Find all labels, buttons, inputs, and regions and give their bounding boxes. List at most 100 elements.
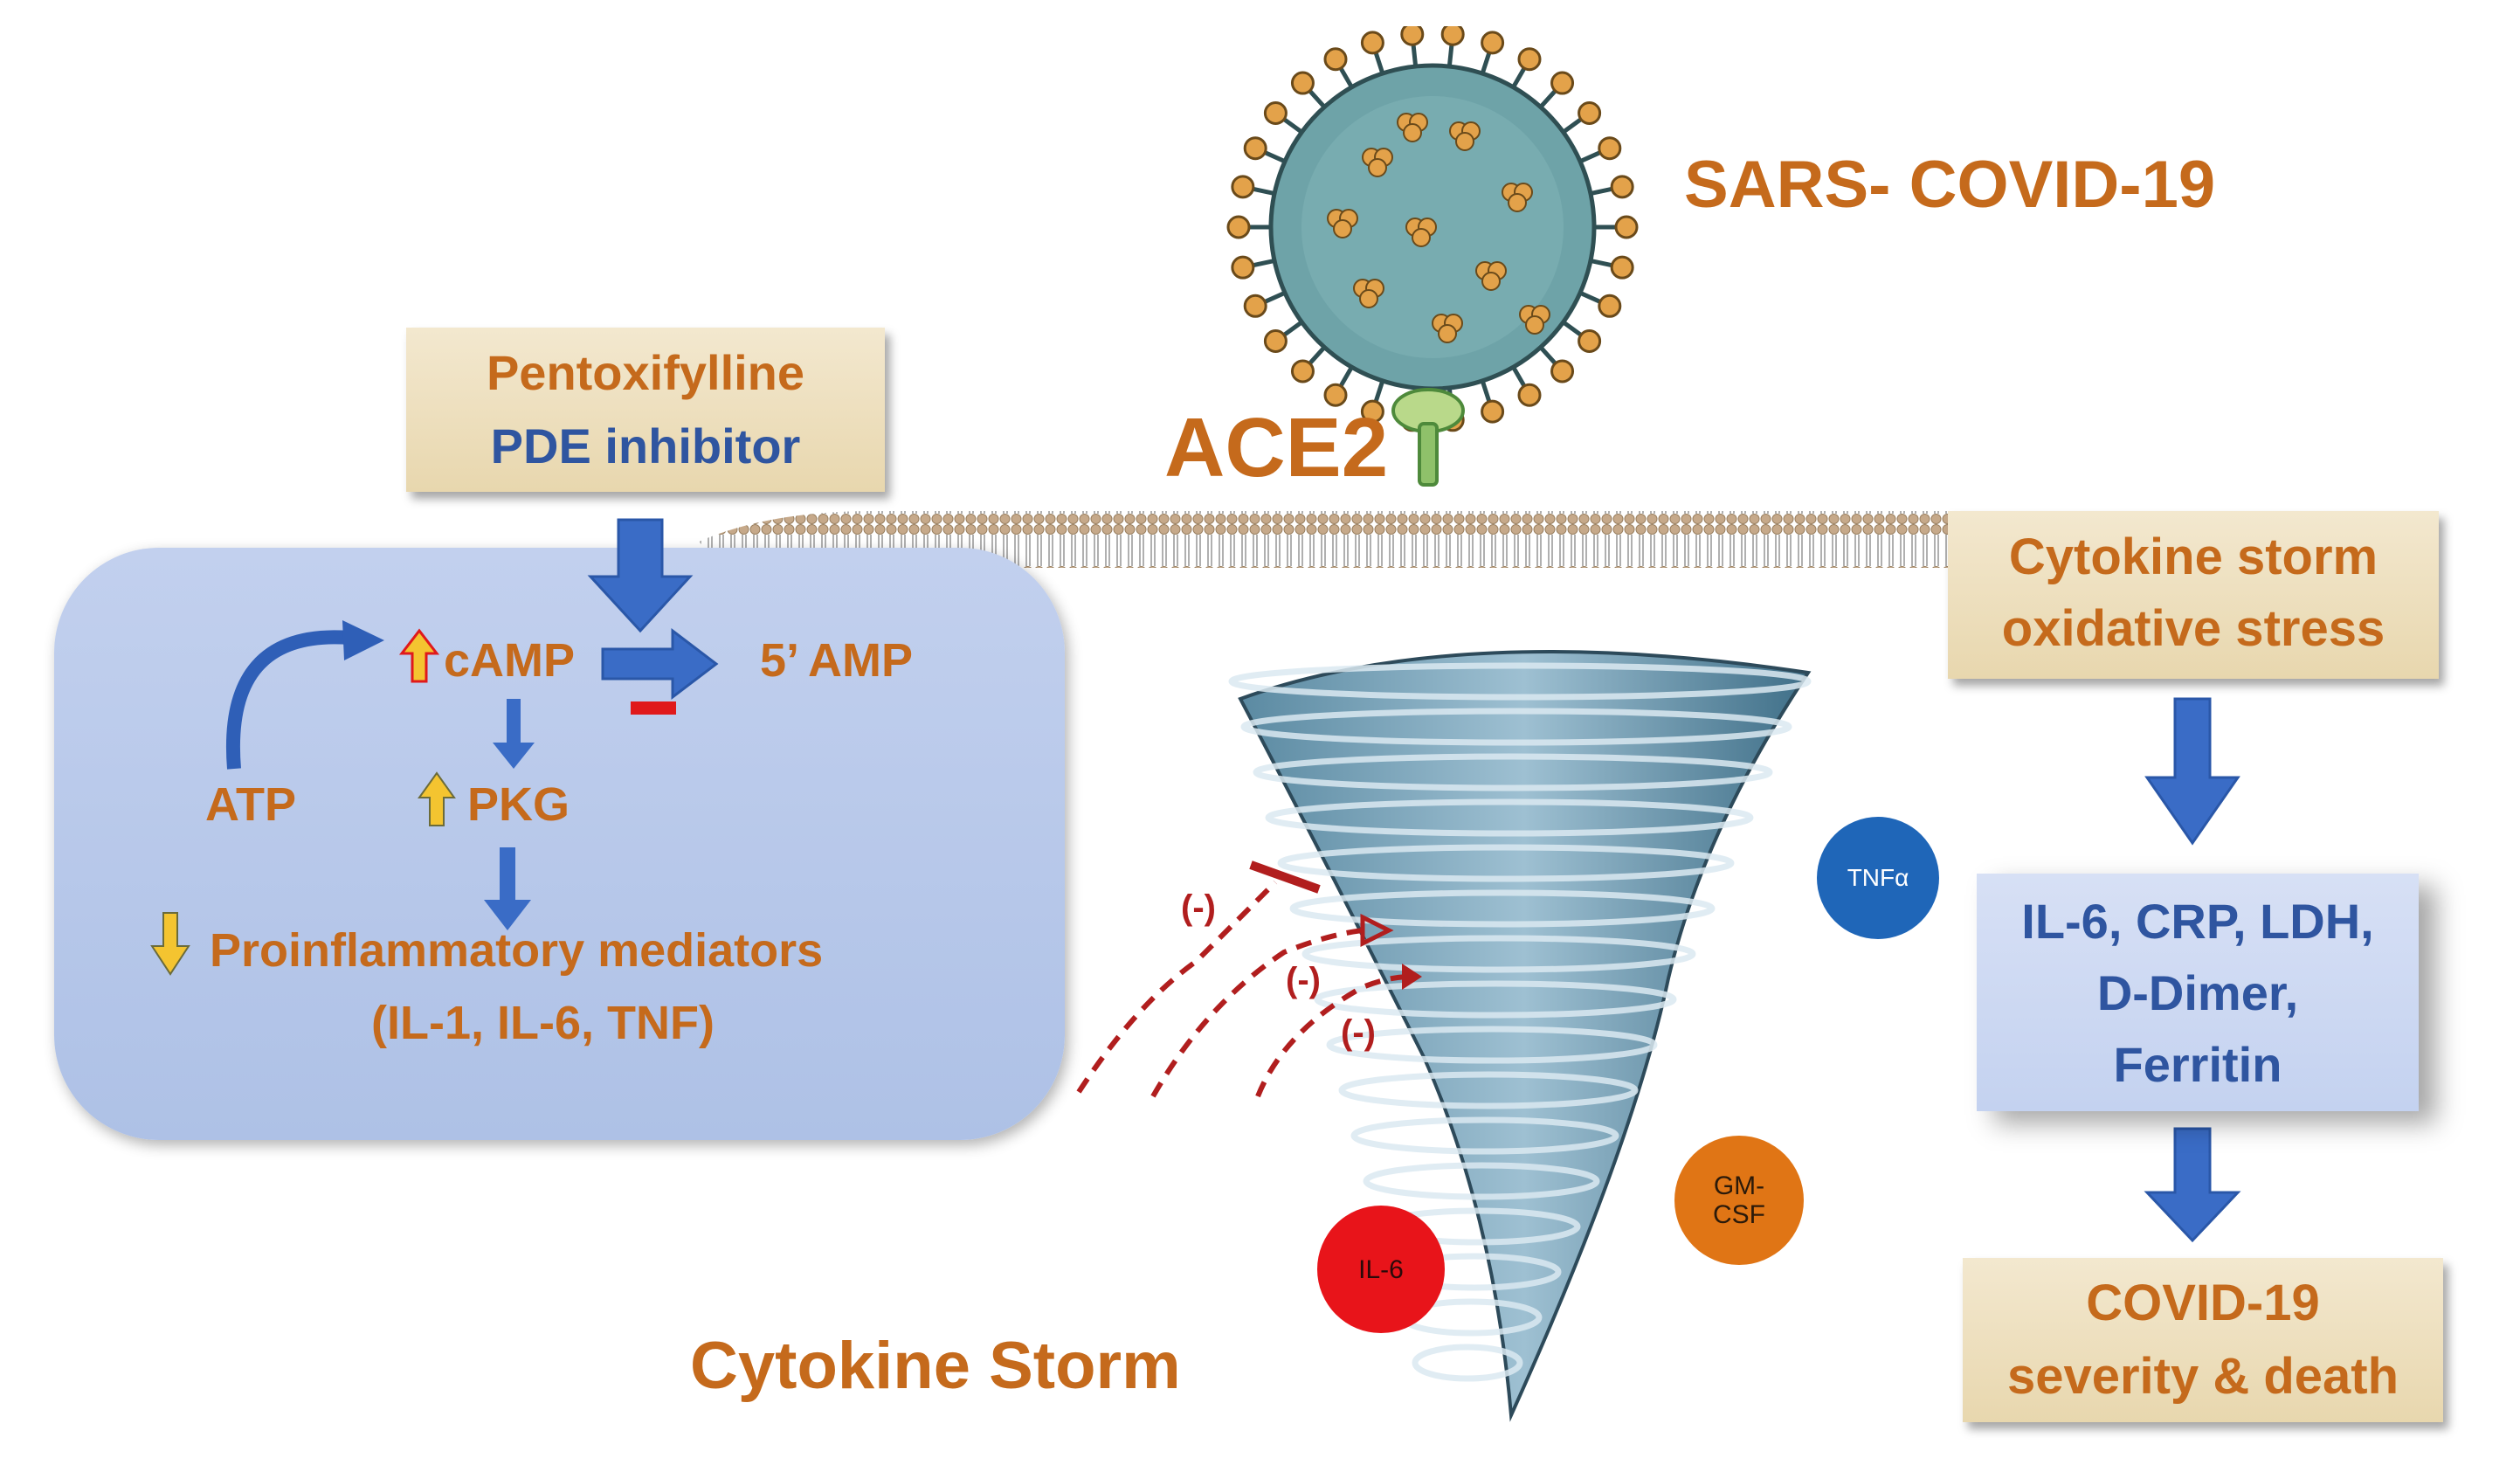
outcome-line2: severity & death <box>2006 1348 2399 1405</box>
virus-illustration <box>1226 26 1639 487</box>
tornado-swirl <box>1240 708 1792 746</box>
virus-particle <box>1412 228 1431 247</box>
inhibition-label-2: (-) <box>1286 961 1321 999</box>
tnf-circle: TNFα <box>1817 817 1939 939</box>
storm-box: Cytokine storm oxidative stress <box>1948 511 2439 679</box>
markers-to-outcome-arrow <box>2144 1127 2241 1243</box>
storm-box-line1: Cytokine storm <box>2008 529 2378 585</box>
virus-particle <box>1455 132 1474 151</box>
virus-spike-head <box>1360 399 1384 424</box>
virus-spike-head <box>1481 31 1505 55</box>
virus-particles <box>1327 113 1550 343</box>
virus-spike-head <box>1578 101 1602 126</box>
outcome-box: COVID-19 severity & death <box>1963 1258 2443 1422</box>
virus-particle <box>1508 193 1527 212</box>
virus-particle <box>1525 315 1544 335</box>
pathway-box <box>54 548 1065 1140</box>
virus-spike-head <box>1231 175 1255 199</box>
virus-spikes <box>1226 26 1639 432</box>
virus-spike-head <box>1263 328 1288 353</box>
virus-spike-head <box>1481 399 1505 424</box>
virus-spike-head <box>1226 215 1251 239</box>
tornado-swirl <box>1289 889 1716 928</box>
drug-down-arrow <box>587 518 694 633</box>
storm-to-markers-arrow <box>2144 697 2240 846</box>
virus-spike-head <box>1323 47 1348 72</box>
atp-label: ATP <box>205 778 296 831</box>
pkg-label: PKG <box>467 778 570 831</box>
amp-label: 5’ AMP <box>760 634 914 687</box>
virus-spike-head <box>1550 71 1575 95</box>
virus-label: SARS- COVID-19 <box>1684 148 2216 222</box>
ace2-receptor-icon <box>1391 388 1465 487</box>
virus-particle <box>1368 158 1387 177</box>
camp-label: cAMP <box>444 634 576 687</box>
markers-line1: IL-6, CRP, LDH, <box>2021 894 2374 949</box>
tornado-swirl <box>1265 798 1754 837</box>
virus-particle <box>1481 272 1501 291</box>
outcome-line1: COVID-19 <box>2086 1275 2320 1331</box>
il6-label: IL-6 <box>1358 1254 1404 1284</box>
tornado-swirl <box>1350 1116 1619 1155</box>
gmcsf-label-2: CSF <box>1713 1200 1765 1229</box>
virus-spike-head <box>1400 26 1425 46</box>
camp-up-arrow-icon <box>398 628 440 683</box>
camp-to-amp-arrow <box>601 627 719 701</box>
camp-to-pkg-arrow <box>493 699 535 769</box>
tornado-swirl <box>1301 935 1696 973</box>
mediators-list: (IL-1, IL-6, TNF) <box>371 997 715 1049</box>
drug-box: Pentoxifylline PDE inhibitor <box>406 328 885 492</box>
virus-spike-head <box>1360 31 1384 55</box>
virus-spike-head <box>1290 71 1315 95</box>
tornado-swirl <box>1363 1162 1600 1200</box>
il6-circle: IL-6 <box>1317 1206 1445 1333</box>
markers-box: IL-6, CRP, LDH, D-Dimer, Ferritin <box>1977 874 2419 1111</box>
virus-spike-head <box>1578 328 1602 353</box>
virus-spike-head <box>1243 294 1267 318</box>
pkg-to-mediators-arrow <box>484 847 531 930</box>
tornado-swirl <box>1412 1344 1523 1382</box>
virus-spike-head <box>1598 294 1622 318</box>
virus-particle <box>1359 289 1378 308</box>
storm-box-line2: oxidative stress <box>2001 600 2385 657</box>
tnf-label: TNFα <box>1847 863 1909 891</box>
drug-class: PDE inhibitor <box>490 418 801 473</box>
markers-line3: Ferritin <box>2113 1037 2282 1092</box>
virus-particle <box>1438 324 1457 343</box>
virus-spike-head <box>1550 359 1575 384</box>
tornado-swirl <box>1338 1071 1639 1109</box>
tornado-swirl <box>1228 662 1812 701</box>
virus-spike-head <box>1610 175 1634 199</box>
virus-spike-head <box>1440 26 1465 46</box>
markers-line2: D-Dimer, <box>2096 965 2299 1020</box>
virus-particle <box>1403 123 1422 142</box>
storm-title: Cytokine Storm <box>690 1329 1181 1403</box>
virus-spike-head <box>1323 383 1348 407</box>
membrane-bilayer <box>699 511 1992 594</box>
virus-spike-head <box>1263 101 1288 126</box>
tornado-swirl <box>1326 1026 1658 1064</box>
virus-spike-head <box>1290 359 1315 384</box>
atp-to-camp-arrow <box>226 630 350 770</box>
inhibition-label-1: (-) <box>1181 888 1216 927</box>
virus-spike-head <box>1614 215 1639 239</box>
virus-particle <box>1333 219 1352 238</box>
virus-spike-head <box>1598 136 1622 161</box>
gmcsf-circle: GM- CSF <box>1674 1136 1804 1265</box>
mediators-down-arrow-icon <box>150 912 190 976</box>
drug-name: Pentoxifylline <box>486 345 805 400</box>
virus-spike-head <box>1517 383 1542 407</box>
inhibition-label-3: (-) <box>1341 1013 1376 1052</box>
virus-spike-head <box>1610 255 1634 280</box>
inhibition-minus-icon <box>631 701 676 715</box>
gmcsf-label-1: GM- <box>1713 1171 1765 1200</box>
virus-spike-head <box>1231 255 1255 280</box>
ace2-label: ACE2 <box>1164 401 1389 494</box>
virus-spike-head <box>1517 47 1542 72</box>
tornado-swirl <box>1314 980 1677 1019</box>
tornado-swirl <box>1277 844 1735 882</box>
pkg-up-arrow-icon <box>418 771 456 826</box>
